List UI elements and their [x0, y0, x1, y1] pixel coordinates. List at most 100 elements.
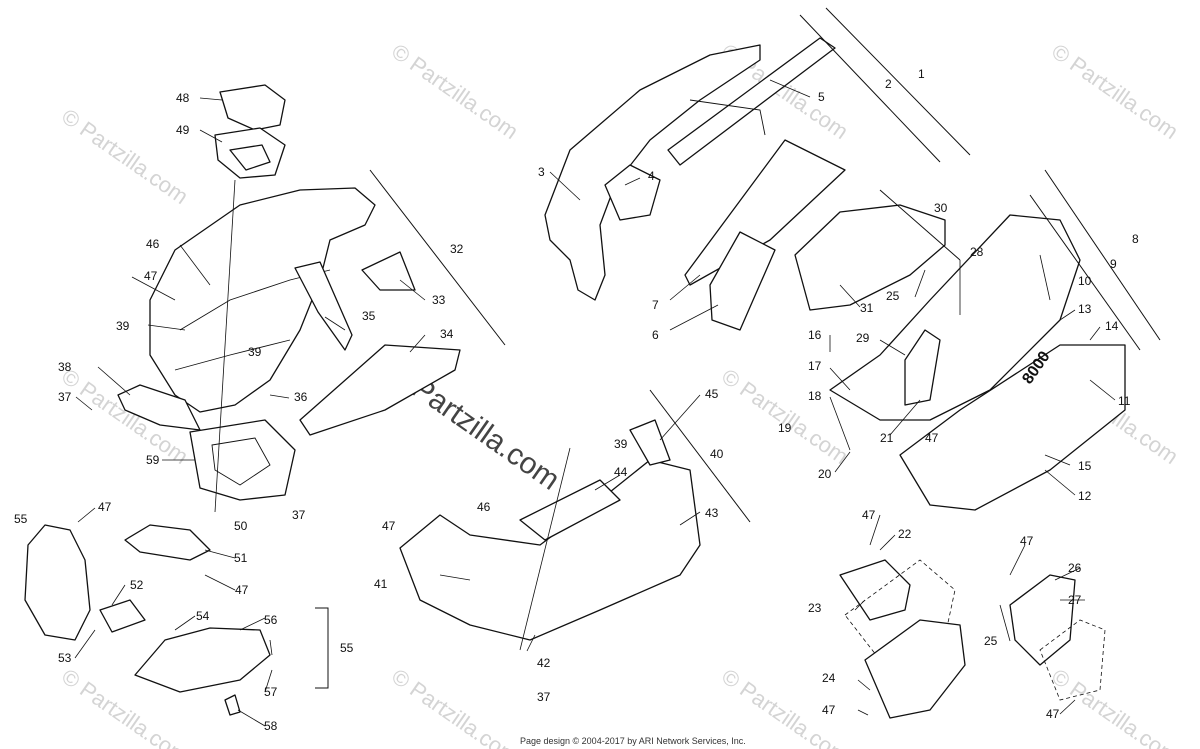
group-brackets: [315, 7, 1161, 689]
callout-47d: 47: [382, 519, 396, 533]
bracket-30: [879, 189, 961, 261]
callout-36: 36: [294, 390, 308, 404]
callout-7: 7: [652, 298, 659, 312]
foam-pad-34: [299, 344, 461, 436]
watermark: © Partzilla.com: [387, 664, 523, 749]
watermark: © Partzilla.com: [57, 104, 193, 210]
bracket-32: [369, 169, 506, 346]
callout-18: 18: [808, 389, 822, 403]
trim-39: [519, 479, 621, 541]
watermark: © Partzilla.com: [387, 39, 523, 145]
inner-console-assembly: [117, 84, 461, 501]
gasket-49-opening: [229, 144, 271, 171]
callout-35: 35: [362, 309, 376, 323]
inner-console: [149, 187, 376, 413]
callout-28: 28: [970, 245, 984, 259]
plate-59: [189, 419, 296, 501]
callout-8: 8: [1132, 232, 1139, 246]
callout-37b: 37: [292, 508, 306, 522]
callout-39: 39: [116, 319, 130, 333]
callout-2: 2: [885, 77, 892, 91]
callout-38: 38: [58, 360, 72, 374]
callout-54: 54: [196, 609, 210, 623]
callouts: 1 2 3 4 5 6 7 8 9 10 11 12 13 14 15 16 1…: [14, 67, 1139, 733]
bracket-1: [825, 7, 971, 156]
callout-58: 58: [264, 719, 278, 733]
leader-lines: [74, 79, 1116, 727]
callout-37c: 37: [537, 690, 551, 704]
callout-15: 15: [1078, 459, 1092, 473]
bracket-9: [1029, 194, 1141, 351]
callout-24: 24: [822, 671, 836, 685]
foam-strip-5: [667, 37, 836, 166]
callout-25b: 25: [984, 634, 998, 648]
callout-22: 22: [898, 527, 912, 541]
bracket-8: [1044, 169, 1161, 341]
callout-34: 34: [440, 327, 454, 341]
lower-left-parts: [24, 524, 271, 716]
hood-cable: [689, 99, 766, 136]
callout-42: 42: [537, 656, 551, 670]
callout-9: 9: [1110, 257, 1117, 271]
callout-4: 4: [648, 169, 655, 183]
vent-24: [864, 619, 966, 719]
callout-23: 23: [808, 601, 822, 615]
fastener-58: [224, 694, 241, 716]
bracket-2: [799, 14, 941, 163]
watermark: © Partzilla.com: [717, 364, 853, 470]
callout-16: 16: [808, 328, 822, 342]
vent-27: [1009, 574, 1076, 666]
callout-51: 51: [234, 551, 248, 565]
callout-47b: 47: [98, 500, 112, 514]
mesh-29: [904, 329, 941, 406]
callout-20: 20: [818, 467, 832, 481]
vent-27-outline: [1039, 619, 1106, 701]
callout-30: 30: [934, 201, 948, 215]
callout-32: 32: [450, 242, 464, 256]
bracket-55-group: [315, 607, 329, 689]
lower-right-parts: [839, 559, 1106, 719]
callout-12: 12: [1078, 489, 1092, 503]
inner-console-edge: [174, 339, 291, 371]
windshield-4: [604, 164, 661, 221]
callout-26: 26: [1068, 561, 1082, 575]
panel-55: [24, 524, 91, 641]
callout-39c: 39: [614, 437, 628, 451]
callout-37: 37: [58, 390, 72, 404]
callout-47g: 47: [822, 703, 836, 717]
side-panel-9: [829, 214, 1081, 421]
bracket-45: [629, 419, 671, 466]
callout-39b: 39: [248, 345, 262, 359]
vent-23: [839, 559, 911, 621]
watermark: © Partzilla.com: [1047, 39, 1183, 145]
bracket-35: [294, 261, 353, 351]
callout-31: 31: [860, 301, 874, 315]
callout-6: 6: [652, 328, 659, 342]
callout-47e: 47: [925, 431, 939, 445]
callout-48: 48: [176, 91, 190, 105]
callout-47c: 47: [235, 583, 249, 597]
foam-pad-33: [361, 251, 416, 291]
callout-46: 46: [146, 237, 160, 251]
plate-59-cutout: [211, 437, 271, 486]
callout-13: 13: [1078, 302, 1092, 316]
gasket-48: [219, 84, 286, 131]
callout-45: 45: [705, 387, 719, 401]
callout-40: 40: [710, 447, 724, 461]
bracket-40: [649, 389, 751, 523]
callout-27: 27: [1068, 593, 1082, 607]
cover-55: [134, 627, 271, 693]
callout-10: 10: [1078, 274, 1092, 288]
footer-credit: Page design © 2004-2017 by ARI Network S…: [520, 736, 746, 746]
vent-23-outline: [844, 559, 956, 661]
callout-56: 56: [264, 613, 278, 627]
callout-19: 19: [778, 421, 792, 435]
callout-1: 1: [918, 67, 925, 81]
callout-59: 59: [146, 453, 160, 467]
callout-3: 3: [538, 165, 545, 179]
callout-43: 43: [705, 506, 719, 520]
callout-55b: 55: [340, 641, 354, 655]
callout-33: 33: [432, 293, 446, 307]
callout-57: 57: [264, 685, 278, 699]
